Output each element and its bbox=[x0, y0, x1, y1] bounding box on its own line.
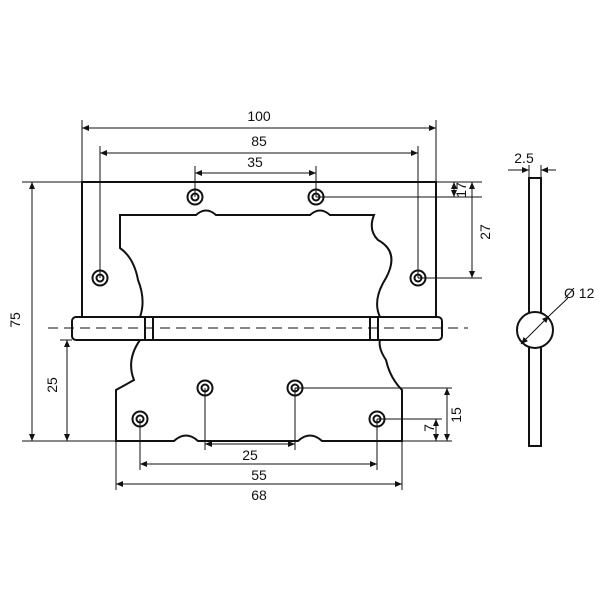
hinge-side-view bbox=[516, 177, 554, 447]
dim-knuckle-diameter: Ø 12 bbox=[564, 285, 595, 301]
dimension-lines bbox=[22, 120, 482, 490]
dim-overall-width: 100 bbox=[247, 108, 271, 124]
dim-hole-span-bottom-outer: 55 bbox=[251, 467, 267, 483]
dim-side-hole-offset: 27 bbox=[477, 224, 493, 240]
dim-lower-leaf-height: 25 bbox=[44, 377, 60, 393]
dim-top-hole-offset: 17 bbox=[453, 182, 469, 198]
dim-bottom-hole-offset: 15 bbox=[448, 407, 464, 423]
dim-lower-leaf-width: 68 bbox=[251, 487, 267, 503]
dim-hole-span-bottom-inner: 25 bbox=[242, 447, 258, 463]
dim-hole-span-top-outer: 85 bbox=[251, 133, 267, 149]
dimension-labels: 100 85 35 17 27 75 25 15 7 25 55 68 2.5 … bbox=[7, 108, 595, 503]
hinge-front-view bbox=[71, 181, 443, 442]
dim-thickness: 2.5 bbox=[514, 150, 534, 166]
dim-overall-height: 75 bbox=[7, 312, 23, 328]
side-view-dimensions bbox=[508, 165, 569, 345]
lower-leaf-outline bbox=[115, 339, 403, 442]
dim-bottom-outer-hole-offset: 7 bbox=[421, 424, 437, 432]
dim-hole-span-top-inner: 35 bbox=[247, 154, 263, 170]
upper-leaf-outline bbox=[81, 181, 437, 318]
